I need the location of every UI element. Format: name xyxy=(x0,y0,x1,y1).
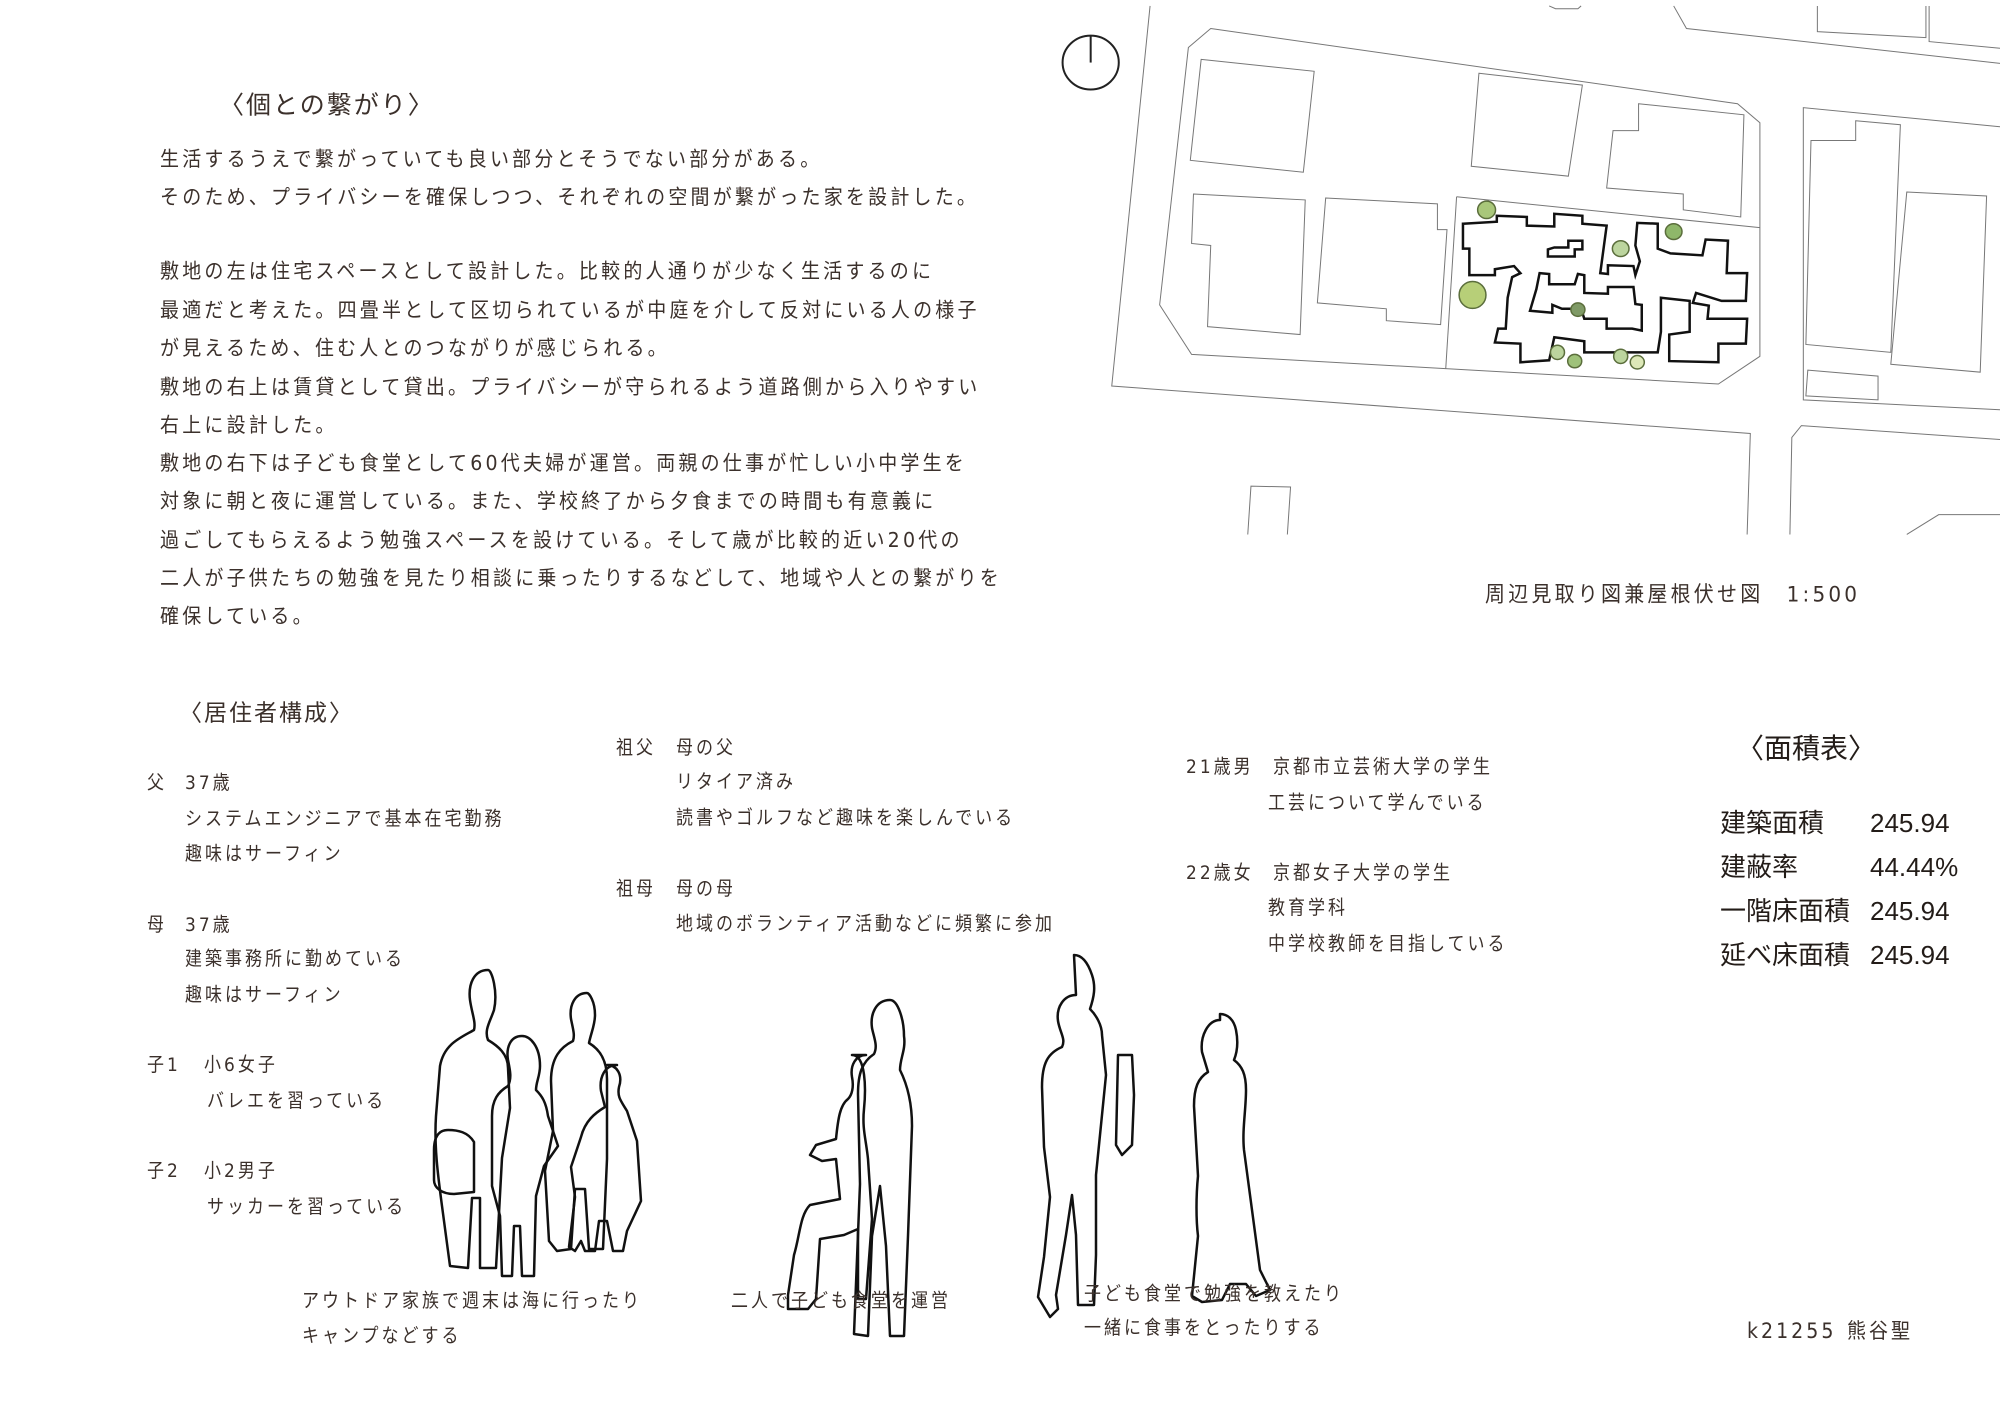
area-label: 建築面積 xyxy=(1720,808,1825,838)
concept-line: 敷地の右下は子ども食堂として60代夫婦が運営。両親の仕事が忙しい小中学生を xyxy=(160,451,968,476)
area-value: 245.94 xyxy=(1870,940,1950,970)
author-id: k21255 xyxy=(1747,1319,1837,1344)
resident-role: 父 xyxy=(147,772,167,795)
resident-detail: 読書やゴルフなど趣味を楽しんでいる xyxy=(676,807,1016,830)
compass-icon xyxy=(1063,36,1119,90)
tree-icon xyxy=(1630,356,1644,369)
caption-couple-line: 二人で子ども食堂を運営 xyxy=(731,1290,951,1313)
tree-icon xyxy=(1665,224,1682,240)
caption-students-line: 子ども食堂で勉強を教えたり xyxy=(1084,1283,1344,1306)
resident-role: 子2 xyxy=(147,1160,181,1183)
resident-age: 小6女子 xyxy=(204,1054,278,1077)
caption-family-line: アウトドア家族で週末は海に行ったり xyxy=(302,1290,642,1313)
resident-relation: 母の父 xyxy=(676,737,736,760)
area-label: 建蔽率 xyxy=(1720,852,1799,882)
map-caption: 周辺見取り図兼屋根伏せ図 1:500 xyxy=(1485,581,1861,607)
resident-detail: 地域のボランティア活動などに頻繁に参加 xyxy=(676,913,1055,936)
tree-icon xyxy=(1478,201,1496,218)
concept-line: 右上に設計した。 xyxy=(160,413,338,438)
area-table-title: 〈面積表〉 xyxy=(1736,733,1877,764)
concept-line: が見えるため、住む人とのつながりが感じられる。 xyxy=(160,336,670,361)
concept-line: 確保している。 xyxy=(160,604,315,629)
concept-line: 敷地の右上は賃貸として貸出。プライバシーが守られるよう道路側から入りやすい xyxy=(160,375,981,400)
concept-line: 二人が子供たちの勉強を見たり相談に乗ったりするなどして、地域や人との繋がりを xyxy=(160,566,1002,591)
resident-detail: システムエンジニアで基本在宅勤務 xyxy=(185,808,505,831)
house-roof-outline xyxy=(1463,214,1747,362)
tree-icon xyxy=(1612,241,1629,257)
student-female-silhouette-icon xyxy=(1190,1012,1272,1304)
concept-line: 対象に朝と夜に運営している。また、学校終了から夕食までの時間も有意義に xyxy=(160,489,937,514)
resident-age: 37歳 xyxy=(185,914,233,937)
resident-role: 母 xyxy=(147,914,167,937)
concept-line: 敷地の左は住宅スペースとして設計した。比較的人通りが少なく生活するのに xyxy=(160,259,935,284)
concept-title: 〈個との繋がり〉 xyxy=(219,90,435,120)
tree-icon xyxy=(1568,354,1582,367)
author-name: 熊谷聖 xyxy=(1847,1319,1914,1344)
tree-icon xyxy=(1571,303,1585,316)
resident-role: 子1 xyxy=(147,1054,181,1077)
site-plan-map xyxy=(1000,0,2000,620)
family-silhouette-icon xyxy=(432,968,643,1278)
resident-detail: リタイア済み xyxy=(676,771,796,794)
student-male-silhouette-icon xyxy=(1036,953,1136,1319)
resident-role: 祖父 xyxy=(616,737,656,760)
concept-line: 生活するうえで繋がっていても良い部分とそうでない部分がある。 xyxy=(160,147,823,172)
resident-school: 京都女子大学の学生 xyxy=(1273,862,1453,885)
area-label: 延べ床面積 xyxy=(1720,940,1851,970)
resident-detail: 工芸について学んでいる xyxy=(1268,792,1487,815)
tree-icon xyxy=(1550,345,1564,359)
resident-detail: バレエを習っている xyxy=(207,1090,387,1113)
concept-line: そのため、プライバシーを確保しつつ、それぞれの空間が繋がった家を設計した。 xyxy=(160,185,980,210)
resident-detail: サッカーを習っている xyxy=(207,1196,407,1219)
concept-line: 過ごしてもらえるよう勉強スペースを設けている。そして歳が比較的近い20代の xyxy=(160,528,963,553)
trees xyxy=(1459,201,1682,369)
resident-role: 22歳女 xyxy=(1186,862,1254,885)
resident-detail: 教育学科 xyxy=(1268,897,1348,920)
resident-role: 祖母 xyxy=(616,878,656,901)
area-value: 245.94 xyxy=(1870,896,1950,926)
resident-detail: 中学校教師を目指している xyxy=(1268,933,1508,956)
caption-family-line: キャンプなどする xyxy=(302,1325,462,1348)
surrounding-blocks xyxy=(1112,6,2000,535)
resident-age: 37歳 xyxy=(185,772,233,795)
concept-line: 最適だと考えた。四畳半として区切られているが中庭を介して反対にいる人の様子 xyxy=(160,298,980,323)
area-value: 245.94 xyxy=(1870,808,1950,838)
resident-detail: 建築事務所に勤めている xyxy=(185,948,405,971)
residents-title: 〈居住者構成〉 xyxy=(179,700,354,727)
resident-detail: 趣味はサーフィン xyxy=(185,843,344,866)
caption-students-line: 一緒に食事をとったりする xyxy=(1084,1317,1324,1340)
resident-relation: 母の母 xyxy=(676,878,736,901)
resident-age: 小2男子 xyxy=(204,1160,278,1183)
couple-silhouette-icon xyxy=(786,998,914,1338)
resident-school: 京都市立芸術大学の学生 xyxy=(1273,756,1493,779)
area-value: 44.44% xyxy=(1870,852,1959,882)
area-label: 一階床面積 xyxy=(1720,896,1851,926)
resident-role: 21歳男 xyxy=(1186,756,1254,779)
resident-detail: 趣味はサーフィン xyxy=(185,984,344,1007)
tree-icon xyxy=(1614,349,1628,363)
tree-icon xyxy=(1459,281,1486,308)
